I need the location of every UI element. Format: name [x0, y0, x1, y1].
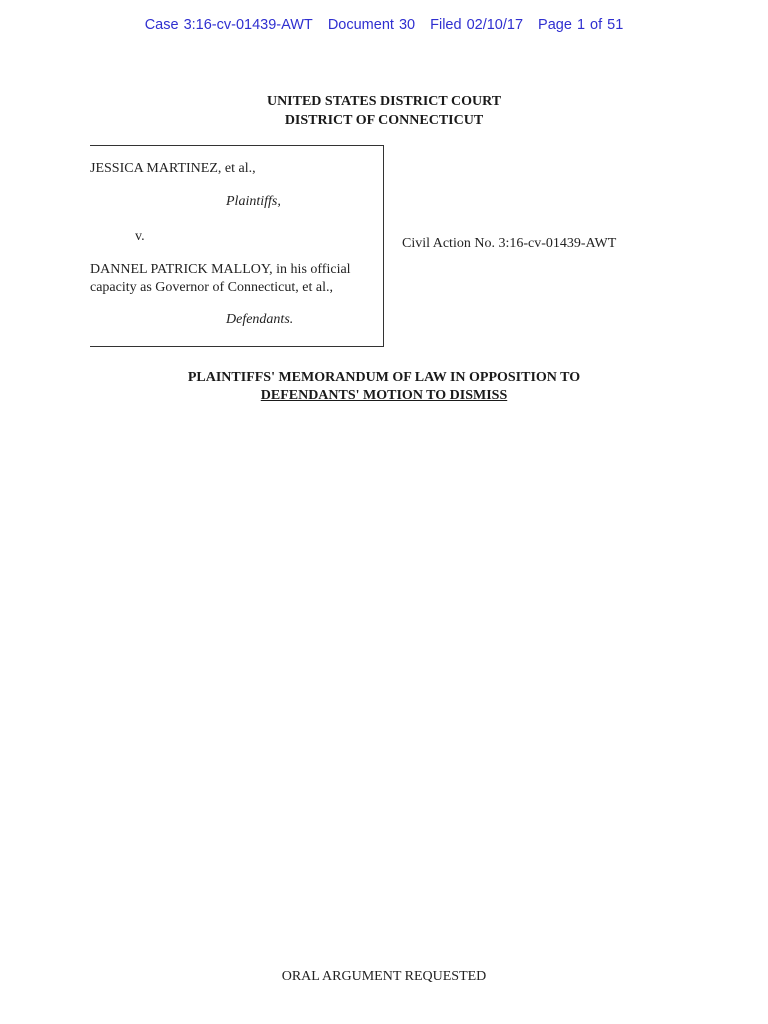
defendants-label: Defendants. [226, 312, 294, 327]
defendant-line-2: capacity as Governor of Connecticut, et … [90, 280, 333, 295]
oral-argument-requested: ORAL ARGUMENT REQUESTED [281, 969, 487, 984]
court-heading: UNITED STATES DISTRICT COURT DISTRICT OF… [0, 92, 768, 130]
case-number: Case 3:16-cv-01439-AWT [144, 17, 313, 33]
ecf-header-stamp: Case 3:16-cv-01439-AWT Document 30 Filed… [0, 17, 768, 33]
title-line-2: DEFENDANTS' MOTION TO DISMISS [260, 388, 508, 403]
defendant-line-1: DANNEL PATRICK MALLOY, in his official [90, 262, 351, 277]
filed-date: Filed 02/10/17 [430, 17, 524, 33]
civil-action-number: Civil Action No. 3:16-cv-01439-AWT [402, 236, 617, 251]
page-indicator: Page 1 of 51 [538, 17, 624, 33]
court-district: DISTRICT OF CONNECTICUT [284, 113, 484, 128]
defendant-name: DANNEL PATRICK MALLOY, in his official c… [90, 261, 351, 297]
document-number: Document 30 [327, 17, 416, 33]
case-caption-box: JESSICA MARTINEZ, et al., Plaintiffs, v.… [90, 145, 384, 347]
versus: v. [135, 229, 145, 244]
title-line-1: PLAINTIFFS' MEMORANDUM OF LAW IN OPPOSIT… [187, 370, 581, 385]
plaintiff-name: JESSICA MARTINEZ, et al., [90, 161, 256, 176]
document-title: PLAINTIFFS' MEMORANDUM OF LAW IN OPPOSIT… [0, 369, 768, 405]
plaintiffs-label: Plaintiffs, [226, 194, 281, 209]
court-name: UNITED STATES DISTRICT COURT [266, 94, 502, 109]
